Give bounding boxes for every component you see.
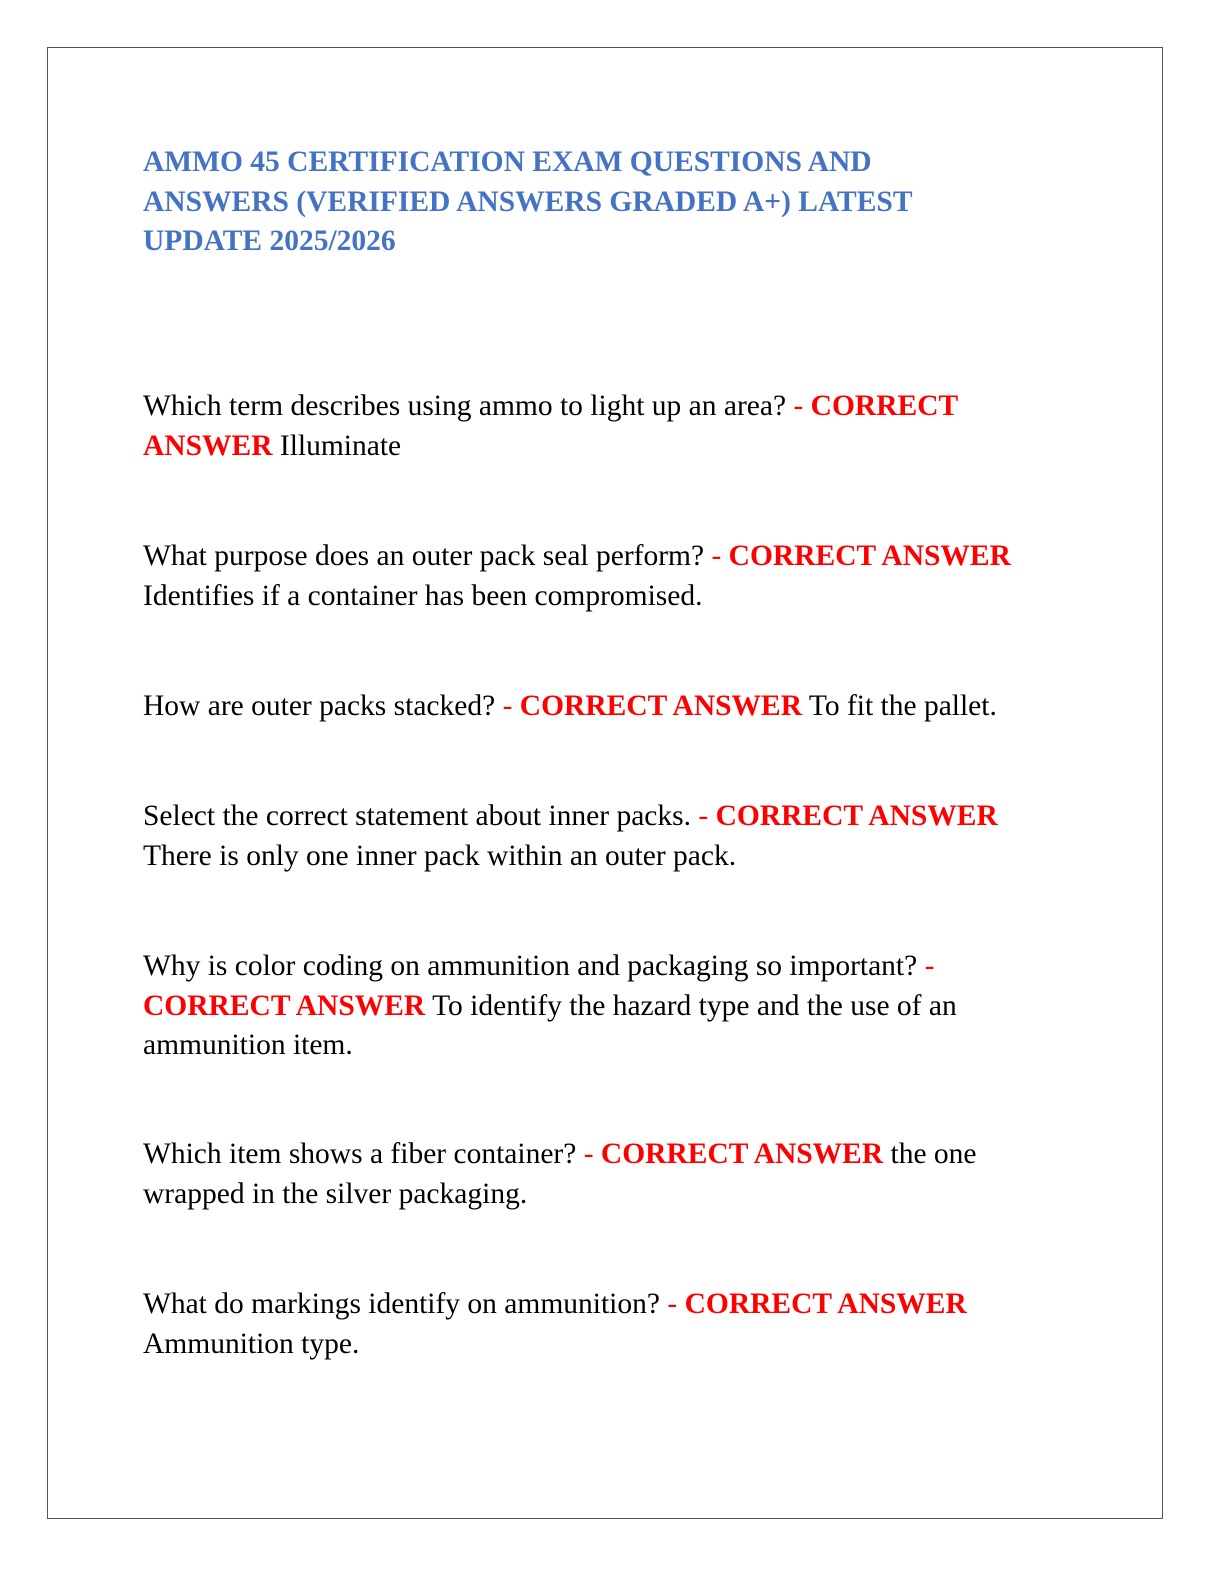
answer-marker: - CORRECT ANSWER [690,800,998,832]
document-title: AMMO 45 CERTIFICATION EXAM QUESTIONS AND… [143,146,912,257]
question-text: Why is color coding on ammunition and pa… [143,950,918,982]
qa-item: Which item shows a fiber container? - CO… [143,1135,1073,1214]
answer-label: CORRECT ANSWER [143,390,958,462]
answer-marker: - CORRECT ANSWER [576,1138,883,1170]
answer-dash: - [495,690,520,722]
answer-marker: - CORRECT ANSWER [143,950,934,1022]
answer-text: There is only one inner pack within an o… [143,839,737,872]
qa-item: What purpose does an outer pack seal per… [143,537,1073,616]
qa-item: Why is color coding on ammunition and pa… [143,947,1073,1066]
qa-item: How are outer packs stacked? - CORRECT A… [143,687,1073,727]
qa-item: Select the correct statement about inner… [143,797,1073,876]
answer-text: To identify the hazard type and the use … [143,989,957,1062]
page-border [47,47,1163,1519]
answer-marker: - CORRECT ANSWER [704,540,1011,572]
question-text: What purpose does an outer pack seal per… [143,540,705,572]
answer-dash: - [659,1288,685,1320]
answer-label: CORRECT ANSWER [600,1138,884,1170]
answer-dash: - [786,390,811,422]
answer-label: CORRECT ANSWER [728,540,1011,572]
answer-dash: - [576,1138,601,1170]
answer-text: Ammunition type. [143,1327,360,1360]
question-text: Select the correct statement about inner… [143,800,691,832]
answer-dash: - [704,540,729,572]
question-text: Which item shows a fiber container? [143,1138,577,1170]
question-text: Which term describes using ammo to light… [143,390,787,422]
qa-item: What do markings identify on ammunition?… [143,1285,1073,1364]
answer-label: CORRECT ANSWER [143,989,426,1022]
question-text: What do markings identify on ammunition? [143,1288,660,1320]
answer-marker: - CORRECT ANSWER [659,1288,967,1320]
answer-dash: - [917,950,935,982]
answer-text: the one wrapped in the silver packaging. [143,1138,977,1210]
answer-marker: - CORRECT ANSWER [495,690,802,722]
question-text: How are outer packs stacked? [143,690,496,722]
answer-text: To fit the pallet. [808,690,997,722]
answer-text: Illuminate [279,429,402,462]
qa-item: Which term describes using ammo to light… [143,387,1073,466]
answer-label: CORRECT ANSWER [684,1288,967,1320]
answer-text: Identifies if a container has been compr… [143,579,703,612]
answer-dash: - [690,800,716,832]
answer-label: CORRECT ANSWER [519,690,803,722]
answer-label: CORRECT ANSWER [715,800,998,832]
answer-marker: - CORRECT ANSWER [143,390,958,462]
